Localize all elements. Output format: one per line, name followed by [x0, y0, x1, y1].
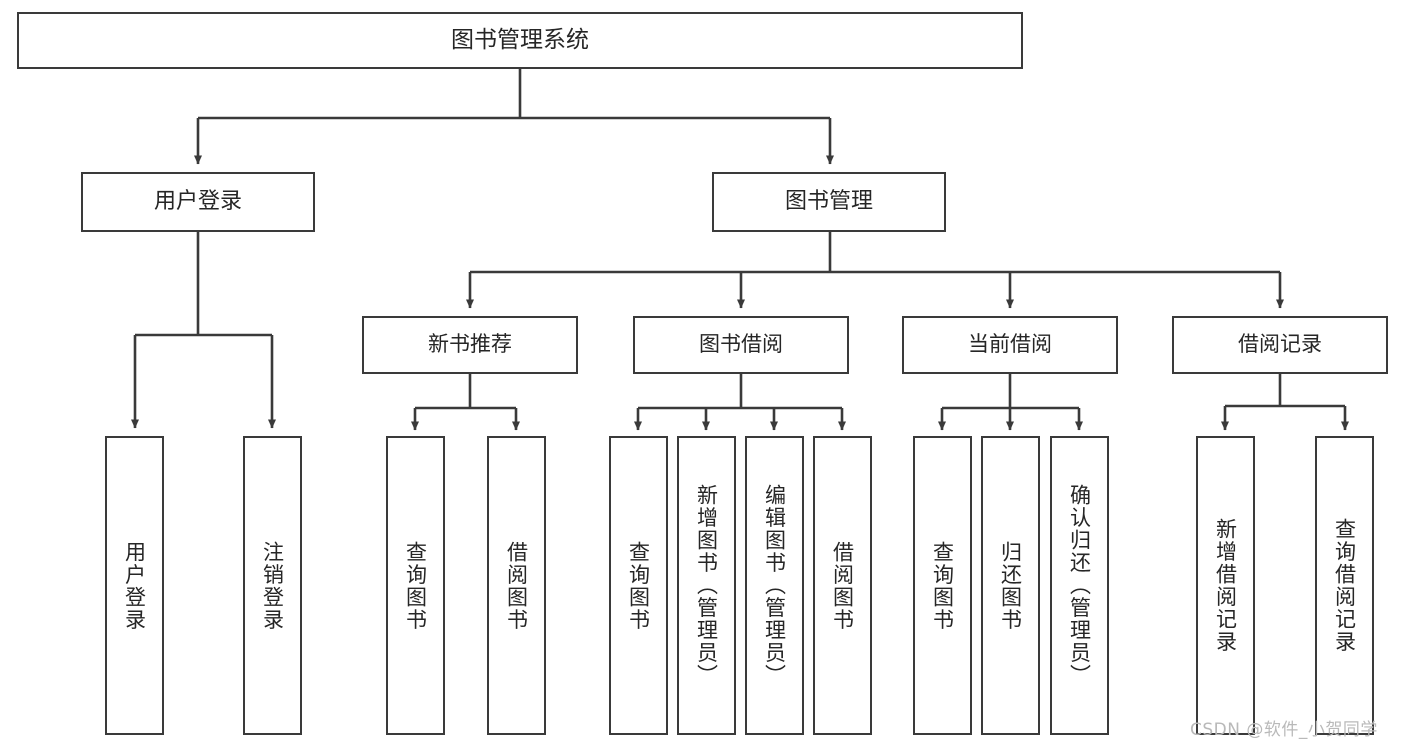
node-root-label: 图书管理系统 — [451, 27, 589, 54]
leaf-user-login-label: 用户登录 — [122, 540, 147, 631]
leaf-cur-query-book[interactable]: 查询图书 — [913, 436, 972, 735]
leaf-query-record-label: 查询借阅记录 — [1332, 518, 1357, 653]
leaf-borrow-book-label: 借阅图书 — [830, 540, 855, 631]
node-book-manage[interactable]: 图书管理 — [712, 172, 946, 232]
node-root[interactable]: 图书管理系统 — [17, 12, 1023, 69]
leaf-cur-query-book-label: 查询图书 — [930, 540, 955, 631]
node-user-login-label: 用户登录 — [153, 188, 242, 214]
node-user-login[interactable]: 用户登录 — [81, 172, 315, 232]
node-borrow-record[interactable]: 借阅记录 — [1172, 316, 1388, 374]
leaf-query-record[interactable]: 查询借阅记录 — [1315, 436, 1374, 735]
leaf-return-book-label: 归还图书 — [998, 540, 1023, 631]
leaf-add-book-label: 新增图书（管理员） — [694, 484, 719, 687]
leaf-rec-query-book-label: 查询图书 — [403, 540, 428, 631]
leaf-edit-book[interactable]: 编辑图书（管理员） — [745, 436, 804, 735]
leaf-add-record[interactable]: 新增借阅记录 — [1196, 436, 1255, 735]
node-book-borrow[interactable]: 图书借阅 — [633, 316, 849, 374]
leaf-edit-book-label: 编辑图书（管理员） — [762, 484, 787, 687]
leaf-borrow-query-book-label: 查询图书 — [626, 540, 651, 631]
leaf-borrow-book[interactable]: 借阅图书 — [813, 436, 872, 735]
leaf-return-book[interactable]: 归还图书 — [981, 436, 1040, 735]
leaf-borrow-query-book[interactable]: 查询图书 — [609, 436, 668, 735]
node-borrow-record-label: 借阅记录 — [1238, 332, 1322, 357]
leaf-logout-label: 注销登录 — [260, 540, 285, 631]
node-new-book-rec[interactable]: 新书推荐 — [362, 316, 578, 374]
node-current-borrow[interactable]: 当前借阅 — [902, 316, 1118, 374]
leaf-rec-borrow-book[interactable]: 借阅图书 — [487, 436, 546, 735]
leaf-add-book[interactable]: 新增图书（管理员） — [677, 436, 736, 735]
leaf-rec-query-book[interactable]: 查询图书 — [386, 436, 445, 735]
leaf-user-login[interactable]: 用户登录 — [105, 436, 164, 735]
leaf-add-record-label: 新增借阅记录 — [1213, 518, 1238, 653]
leaf-confirm-return-label: 确认归还（管理员） — [1067, 484, 1092, 687]
node-book-manage-label: 图书管理 — [784, 188, 873, 214]
leaf-confirm-return[interactable]: 确认归还（管理员） — [1050, 436, 1109, 735]
node-book-borrow-label: 图书借阅 — [699, 332, 783, 357]
node-new-book-rec-label: 新书推荐 — [428, 332, 512, 357]
leaf-rec-borrow-book-label: 借阅图书 — [504, 540, 529, 631]
node-current-borrow-label: 当前借阅 — [968, 332, 1052, 357]
leaf-logout[interactable]: 注销登录 — [243, 436, 302, 735]
csdn-watermark: CSDN @软件_小贺同学 — [1190, 720, 1378, 740]
